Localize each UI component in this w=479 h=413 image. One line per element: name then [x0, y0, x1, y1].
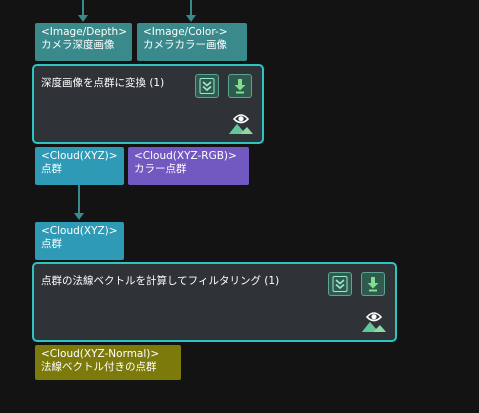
output-port-cloud-xyz-normal[interactable]: <Cloud(XYZ-Normal)> 法線ベクトル付きの点群	[35, 345, 181, 380]
node-title: 点群の法線ベクトルを計算してフィルタリング (1)	[41, 275, 280, 287]
collapse-button[interactable]	[195, 74, 219, 98]
download-button[interactable]	[228, 74, 252, 98]
port-name-label: 点群	[41, 238, 62, 250]
download-button[interactable]	[361, 272, 385, 296]
port-type-label: <Cloud(XYZ-Normal)>	[41, 348, 160, 360]
port-type-label: <Cloud(XYZ)>	[41, 225, 118, 237]
node-depth-to-pointcloud[interactable]: 深度画像を点群に変換 (1)	[32, 64, 264, 144]
port-type-label: <Cloud(XYZ)>	[41, 150, 118, 162]
port-name-label: カメラカラー画像	[143, 39, 227, 51]
port-name-label: 法線ベクトル付きの点群	[41, 361, 157, 373]
port-type-label: <Cloud(XYZ-RGB)>	[134, 150, 237, 162]
node-title: 深度画像を点群に変換 (1)	[41, 77, 165, 89]
collapse-button[interactable]	[328, 272, 352, 296]
connector-depth-arrow	[78, 15, 88, 22]
port-name-label: カラー点群	[134, 163, 187, 175]
eye-landscape-icon[interactable]	[228, 111, 254, 135]
double-chevron-down-icon	[199, 78, 215, 94]
port-name-label: カメラ深度画像	[41, 39, 115, 51]
download-arrow-icon	[234, 79, 246, 94]
port-type-label: <Image/Depth>	[41, 26, 127, 38]
input-port-depth-image[interactable]: <Image/Depth> カメラ深度画像	[35, 23, 132, 61]
connector-cloud-arrow	[74, 213, 84, 220]
input-port-color-image[interactable]: <Image/Color-> カメラカラー画像	[137, 23, 247, 61]
download-arrow-icon	[367, 277, 379, 292]
node-compute-normals-filter[interactable]: 点群の法線ベクトルを計算してフィルタリング (1)	[32, 262, 397, 342]
connector-color-arrow	[186, 15, 196, 22]
port-name-label: 点群	[41, 163, 62, 175]
double-chevron-down-icon	[332, 276, 348, 292]
port-type-label: <Image/Color->	[143, 26, 228, 38]
input-port-cloud-xyz[interactable]: <Cloud(XYZ)> 点群	[35, 222, 124, 260]
output-port-cloud-xyz[interactable]: <Cloud(XYZ)> 点群	[35, 147, 124, 185]
eye-landscape-icon[interactable]	[361, 309, 387, 333]
output-port-cloud-xyz-rgb[interactable]: <Cloud(XYZ-RGB)> カラー点群	[128, 147, 249, 185]
